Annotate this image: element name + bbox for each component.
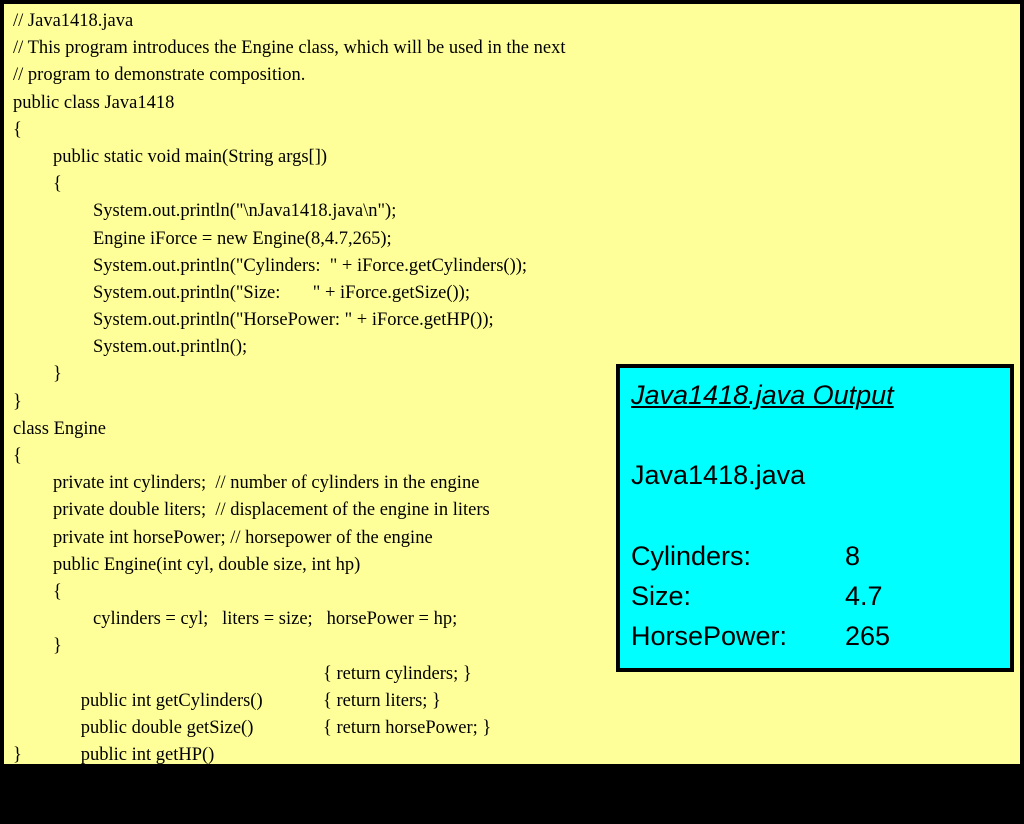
method-line-get-hp: public int getHP() { return horsePower; … — [13, 715, 566, 765]
code-line: private int horsePower; // horsepower of… — [53, 527, 433, 548]
code-line: public Engine(int cyl, double size, int … — [53, 554, 361, 575]
method-body: { return liters; } — [323, 690, 441, 711]
output-value-cylinders: 8 — [845, 541, 861, 571]
code-line: { — [13, 119, 22, 140]
code-line: class Engine — [13, 418, 106, 439]
code-line: public class Java1418 — [13, 92, 175, 113]
code-line: // Java1418.java — [13, 11, 134, 31]
method-body: { return horsePower; } — [323, 717, 492, 738]
code-line: Engine iForce = new Engine(8,4.7,265); — [93, 228, 392, 249]
code-line: // This program introduces the Engine cl… — [13, 38, 566, 59]
code-line: private int cylinders; // number of cyli… — [53, 473, 480, 494]
code-line: { — [13, 446, 22, 466]
output-value-size: 4.7 — [845, 581, 883, 611]
code-line: } — [53, 364, 62, 385]
code-line: } — [13, 745, 22, 766]
code-line: { — [53, 174, 62, 195]
code-line: System.out.println("Size: " + iForce.get… — [93, 282, 470, 303]
method-signature: public int getHP() — [80, 745, 215, 766]
output-filename: Java1418.java — [631, 460, 806, 490]
code-line: System.out.println("\nJava1418.java\n"); — [93, 201, 397, 222]
code-line: cylinders = cyl; liters = size; horsePow… — [93, 609, 458, 630]
code-line: } — [53, 636, 62, 657]
code-line: System.out.println("HorsePower: " + iFor… — [93, 310, 494, 331]
slide: // Java1418.java // This program introdu… — [2, 2, 1022, 766]
code-listing: // Java1418.java // This program introdu… — [13, 8, 566, 769]
output-title: Java1418.java Output — [631, 380, 894, 410]
output-panel: Java1418.java Output Java1418.java Cylin… — [616, 364, 1014, 672]
code-line: System.out.println("Cylinders: " + iForc… — [93, 255, 528, 276]
method-line-get-size: public double getSize() { return liters;… — [13, 688, 566, 738]
code-line: { — [53, 581, 62, 602]
method-signature: public int getCylinders() — [80, 690, 263, 711]
method-body: { return cylinders; } — [323, 663, 472, 684]
output-label-horsepower: HorsePower: — [631, 621, 788, 651]
output-label-size: Size: — [631, 581, 692, 611]
code-line: } — [13, 391, 22, 412]
code-line: // program to demonstrate composition. — [13, 65, 306, 86]
output-value-horsepower: 265 — [845, 621, 891, 651]
method-line-get-cylinders: public int getCylinders() { return cylin… — [13, 661, 566, 711]
method-signature: public double getSize() — [80, 717, 254, 738]
output-label-cylinders: Cylinders: — [631, 541, 752, 571]
code-line: public static void main(String args[]) — [53, 146, 328, 167]
code-line: private double liters; // displacement o… — [53, 500, 490, 521]
code-line: System.out.println(); — [93, 337, 248, 358]
